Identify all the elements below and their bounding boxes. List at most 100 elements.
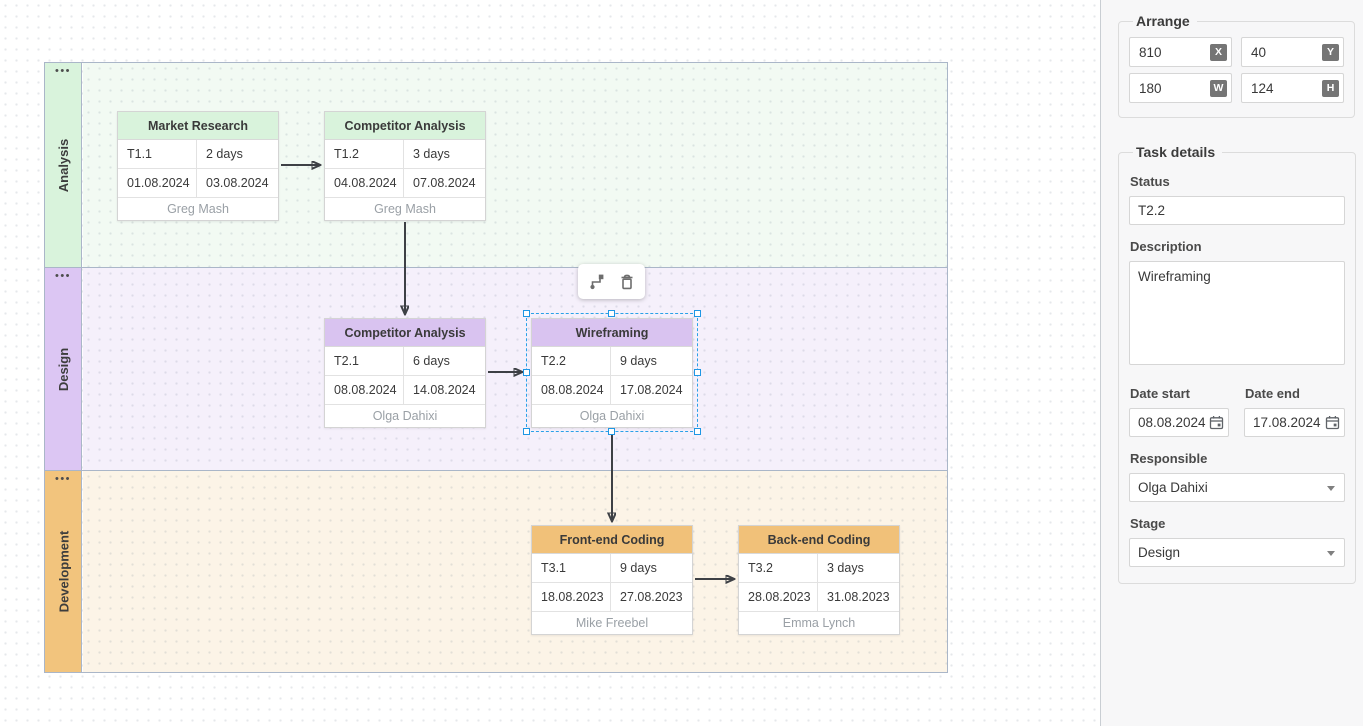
y-badge: Y xyxy=(1322,43,1339,61)
lane-design-header[interactable]: ••• Design xyxy=(45,268,82,470)
task-duration: 3 days xyxy=(827,561,864,575)
task-date-end: 27.08.2023 xyxy=(620,590,683,604)
stage-selected-value: Design xyxy=(1138,545,1181,560)
task-date-end: 31.08.2023 xyxy=(827,590,890,604)
task-title: Front-end Coding xyxy=(532,526,692,554)
task-assignee: Greg Mash xyxy=(374,202,436,216)
task-duration: 3 days xyxy=(413,147,450,161)
resize-handle-w[interactable] xyxy=(523,368,530,376)
task-title: Competitor Analysis xyxy=(325,319,485,347)
geometry-w-field: W xyxy=(1129,73,1232,103)
task-assignee: Greg Mash xyxy=(167,202,229,216)
task-date-start: 04.08.2024 xyxy=(325,169,404,197)
task-date-start: 08.08.2024 xyxy=(325,376,404,404)
floating-toolbar xyxy=(578,264,645,299)
date-start-field xyxy=(1129,408,1229,437)
task-id: T1.2 xyxy=(325,140,404,168)
task-duration: 9 days xyxy=(620,561,657,575)
task-id: T2.2 xyxy=(532,347,611,375)
task-details-section: Task details Status Description Wirefram… xyxy=(1118,144,1356,584)
arrange-section: Arrange X Y W H xyxy=(1118,13,1355,118)
status-input[interactable] xyxy=(1129,196,1345,225)
chevron-down-icon xyxy=(1327,486,1335,491)
task-date-start: 08.08.2024 xyxy=(532,376,611,404)
task-title: Market Research xyxy=(118,112,278,140)
swimlane-pool: ••• Analysis ••• Design ••• Development xyxy=(44,62,948,673)
task-title: Competitor Analysis xyxy=(325,112,485,140)
resize-handle-sw[interactable] xyxy=(523,428,530,435)
task-date-start: 28.08.2023 xyxy=(739,583,818,611)
lane-development-header[interactable]: ••• Development xyxy=(45,471,82,672)
task-id: T1.1 xyxy=(118,140,197,168)
geometry-x-field: X xyxy=(1129,37,1232,67)
task-duration: 6 days xyxy=(413,354,450,368)
task-date-end: 03.08.2024 xyxy=(206,176,269,190)
format-panel: Arrange X Y W H Task details Status Desc xyxy=(1100,0,1363,726)
task-id: T3.1 xyxy=(532,554,611,582)
chevron-down-icon xyxy=(1327,551,1335,556)
status-label: Status xyxy=(1130,174,1170,189)
responsible-label: Responsible xyxy=(1130,451,1208,466)
lane-menu-icon[interactable]: ••• xyxy=(54,270,72,282)
w-badge: W xyxy=(1210,79,1227,97)
date-end-label: Date end xyxy=(1245,386,1300,401)
lane-development-body[interactable] xyxy=(83,471,947,672)
task-title: Wireframing xyxy=(532,319,692,347)
date-start-input[interactable] xyxy=(1129,408,1229,437)
lane-menu-icon[interactable]: ••• xyxy=(54,473,72,485)
task-card-wireframing[interactable]: Wireframing T2.2 9 days 08.08.2024 17.08… xyxy=(531,318,693,428)
date-start-label: Date start xyxy=(1130,386,1190,401)
task-assignee: Olga Dahixi xyxy=(372,409,438,423)
resize-handle-ne[interactable] xyxy=(694,310,701,317)
task-duration: 2 days xyxy=(206,147,243,161)
lane-analysis-header[interactable]: ••• Analysis xyxy=(45,63,82,267)
lane-design-body[interactable] xyxy=(83,268,947,470)
description-textarea[interactable]: Wireframing xyxy=(1129,261,1345,365)
arrange-section-title: Arrange xyxy=(1136,13,1190,29)
resize-handle-e[interactable] xyxy=(694,368,701,376)
resize-handle-s[interactable] xyxy=(608,428,615,435)
elbow-connector-icon xyxy=(589,274,603,289)
task-date-start: 18.08.2023 xyxy=(532,583,611,611)
task-id: T2.1 xyxy=(325,347,404,375)
task-card-market-research[interactable]: Market Research T1.1 2 days 01.08.2024 0… xyxy=(117,111,279,221)
task-details-section-title: Task details xyxy=(1136,144,1216,160)
task-card-back-end-coding[interactable]: Back-end Coding T3.2 3 days 28.08.2023 3… xyxy=(738,525,900,635)
diagram-canvas[interactable]: ••• Analysis ••• Design ••• Development xyxy=(0,0,1100,726)
task-card-competitor-analysis-2[interactable]: Competitor Analysis T2.1 6 days 08.08.20… xyxy=(324,318,486,428)
task-assignee: Mike Freebel xyxy=(575,616,649,630)
geometry-h-field: H xyxy=(1241,73,1344,103)
width-input[interactable] xyxy=(1129,73,1232,103)
calendar-icon[interactable] xyxy=(1209,415,1224,435)
x-badge: X xyxy=(1210,43,1227,61)
task-duration: 9 days xyxy=(620,354,657,368)
trash-icon xyxy=(621,274,632,289)
task-title: Back-end Coding xyxy=(739,526,899,554)
resize-handle-nw[interactable] xyxy=(523,310,530,317)
lane-development-label: Development xyxy=(56,530,72,613)
date-end-input[interactable] xyxy=(1244,408,1345,437)
delete-button[interactable] xyxy=(617,272,637,292)
calendar-icon[interactable] xyxy=(1325,415,1340,435)
stage-label: Stage xyxy=(1130,516,1166,531)
task-card-competitor-analysis-1[interactable]: Competitor Analysis T1.2 3 days 04.08.20… xyxy=(324,111,486,221)
lane-analysis-label: Analysis xyxy=(56,138,72,192)
connector-button[interactable] xyxy=(587,272,607,292)
resize-handle-se[interactable] xyxy=(694,428,701,435)
resize-handle-n[interactable] xyxy=(608,310,615,317)
responsible-selected-value: Olga Dahixi xyxy=(1138,480,1208,495)
task-id: T3.2 xyxy=(739,554,818,582)
responsible-select[interactable]: Olga Dahixi xyxy=(1129,473,1345,502)
task-card-front-end-coding[interactable]: Front-end Coding T3.1 9 days 18.08.2023 … xyxy=(531,525,693,635)
lane-design-label: Design xyxy=(56,347,71,391)
geometry-y-field: Y xyxy=(1241,37,1344,67)
lane-development: ••• Development xyxy=(45,470,947,672)
task-date-end: 07.08.2024 xyxy=(413,176,476,190)
stage-select[interactable]: Design xyxy=(1129,538,1345,567)
h-badge: H xyxy=(1322,79,1339,97)
lane-menu-icon[interactable]: ••• xyxy=(54,65,72,77)
lane-design: ••• Design xyxy=(45,267,947,470)
task-assignee: Olga Dahixi xyxy=(579,409,645,423)
date-end-field xyxy=(1244,408,1345,437)
task-date-end: 17.08.2024 xyxy=(620,383,683,397)
